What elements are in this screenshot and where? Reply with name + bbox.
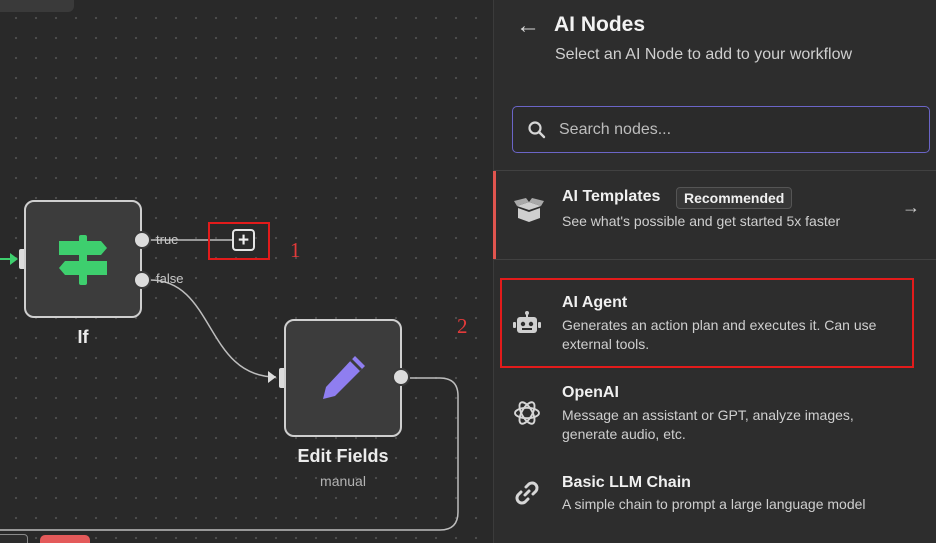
arrow-right-icon: → [902, 197, 920, 217]
search-field[interactable] [512, 106, 930, 153]
link-icon [512, 478, 542, 508]
basic-llm-chain-title: Basic LLM Chain [562, 474, 691, 491]
plus-icon: + [237, 229, 250, 251]
workflow-canvas[interactable]: true false If + 1 Edit Fields manual 2 [0, 0, 493, 543]
ai-agent-description: Generates an action plan and executes it… [562, 317, 877, 352]
back-arrow-icon[interactable]: ← [516, 12, 540, 39]
incoming-arrowhead [10, 253, 18, 265]
openai-icon [512, 398, 542, 428]
annotation-label-1: 1 [290, 238, 301, 262]
recommended-badge: Recommended [676, 187, 793, 209]
ai-templates-item[interactable] [494, 171, 936, 259]
if-true-output-handle[interactable] [133, 231, 151, 249]
divider-middle [494, 259, 936, 260]
if-node[interactable] [24, 200, 142, 318]
signpost-icon [59, 235, 107, 285]
edit-output-handle[interactable] [392, 368, 410, 386]
openai-title: OpenAI [562, 384, 619, 401]
panel-subtitle: Select an AI Node to add to your workflo… [555, 46, 853, 63]
edit-fields-node[interactable] [284, 319, 402, 437]
if-false-output-handle[interactable] [133, 271, 151, 289]
ai-agent-title: AI Agent [562, 294, 628, 311]
edit-node-subtitle: manual [320, 473, 366, 489]
basic-llm-chain-item[interactable] [494, 460, 936, 530]
openai-item[interactable] [494, 372, 936, 452]
robot-icon [512, 310, 542, 340]
ai-templates-title: AI Templates [562, 188, 661, 205]
panel-header: ← AI Nodes Select an AI Node to add to y… [494, 0, 936, 88]
edit-output-connection [0, 377, 459, 531]
divider-top [494, 170, 936, 171]
ai-nodes-panel: ← AI Nodes Select an AI Node to add to y… [493, 0, 936, 543]
edit-node-title: Edit Fields [297, 446, 389, 466]
canvas-top-chip[interactable] [0, 0, 74, 12]
false-branch-arrowhead [268, 371, 276, 383]
search-icon [528, 121, 546, 139]
basic-llm-chain-description: A simple chain to prompt a large languag… [562, 496, 866, 512]
if-node-title: If [77, 327, 89, 347]
add-node-button[interactable]: + [232, 229, 255, 251]
openai-description: Message an assistant or GPT, analyze ima… [562, 407, 854, 442]
search-input[interactable] [559, 107, 919, 152]
templates-active-indicator [493, 171, 496, 259]
false-output-label: false [156, 271, 184, 286]
box-open-icon [514, 195, 544, 225]
connections-layer [0, 239, 459, 531]
ai-agent-item[interactable] [494, 280, 936, 366]
ai-templates-description: See what's possible and get started 5x f… [562, 213, 841, 229]
false-branch-connection [149, 279, 277, 378]
annotation-label-2: 2 [457, 314, 468, 338]
canvas-bottom-button[interactable] [0, 534, 28, 543]
canvas-bottom-red-button[interactable] [40, 535, 90, 543]
true-output-label: true [156, 232, 179, 247]
pencil-icon [323, 356, 365, 399]
panel-title: AI Nodes [554, 13, 646, 36]
